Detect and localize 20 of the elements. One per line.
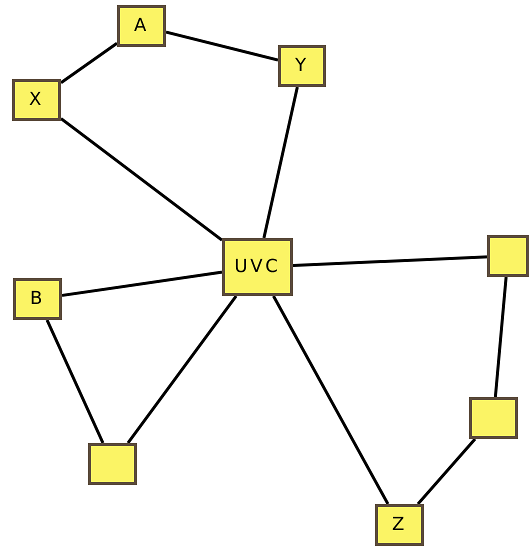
- connector-line: [262, 86, 299, 238]
- empty-box: [469, 397, 518, 439]
- connector-line: [62, 270, 222, 297]
- connector-line: [494, 276, 508, 398]
- connector-line: [272, 295, 390, 505]
- connector-line: [60, 117, 223, 242]
- empty-box: [88, 443, 137, 485]
- connector-line: [46, 319, 104, 444]
- node-box: Y: [278, 45, 326, 87]
- connector-line: [416, 438, 476, 505]
- node-box: A: [117, 5, 166, 47]
- connector-line: [126, 295, 238, 444]
- node-box: B: [13, 278, 62, 320]
- connector-line: [292, 255, 488, 267]
- connector-line: [60, 42, 118, 84]
- connector-line: [166, 30, 278, 62]
- empty-box: [487, 235, 529, 277]
- node-box: Z: [375, 504, 424, 546]
- node-box: UVC: [222, 238, 293, 296]
- node-box: X: [12, 79, 61, 121]
